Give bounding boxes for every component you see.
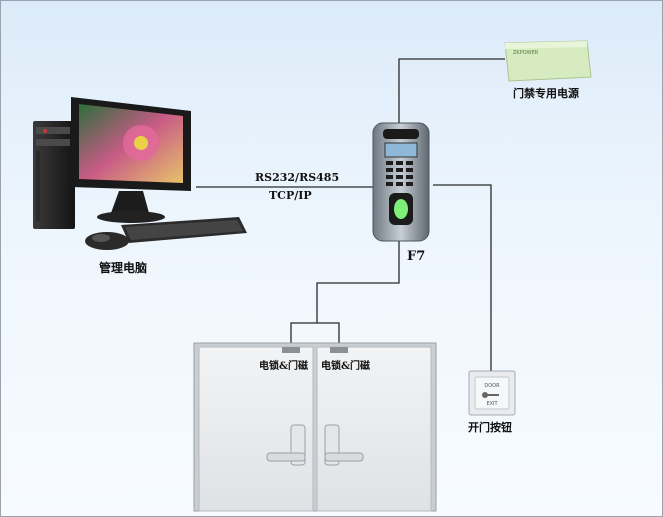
- key-icon: [482, 392, 499, 398]
- exit-button-label: 开门按钮: [468, 421, 512, 434]
- exit-button-top-text: DOOR: [484, 383, 500, 389]
- door-handle-right: [324, 424, 364, 466]
- wire-device-to-power: [398, 58, 505, 125]
- lock-label-right: 电锁&门磁: [321, 361, 371, 372]
- interface-label-line1: RS232/RS485: [255, 171, 340, 184]
- computer-icon: [33, 97, 247, 250]
- power-brand-text: ZKPOWER: [513, 50, 539, 56]
- fingerprint-sensor: [394, 199, 408, 219]
- power-supply-icon: ZKPOWER: [504, 40, 592, 82]
- wires: [196, 58, 505, 371]
- door-handle-left: [266, 424, 306, 466]
- exit-button-icon: DOOR EXIT: [468, 370, 516, 416]
- wire-device-to-exit-button: [433, 184, 492, 371]
- lock-label-left: 电锁&门磁: [259, 361, 309, 372]
- keypad: [386, 161, 413, 186]
- device-label: F7: [407, 249, 426, 264]
- double-door-icon: [193, 342, 437, 512]
- interface-label-line2: TCP/IP: [269, 189, 312, 202]
- fingerprint-terminal-icon: [372, 122, 430, 242]
- exit-button-bottom-text: EXIT: [486, 401, 498, 407]
- power-supply-label: 门禁专用电源: [513, 87, 579, 100]
- computer-label: 管理电脑: [99, 261, 148, 275]
- wire-lock-split: [290, 322, 340, 347]
- wire-device-to-locks: [316, 241, 400, 323]
